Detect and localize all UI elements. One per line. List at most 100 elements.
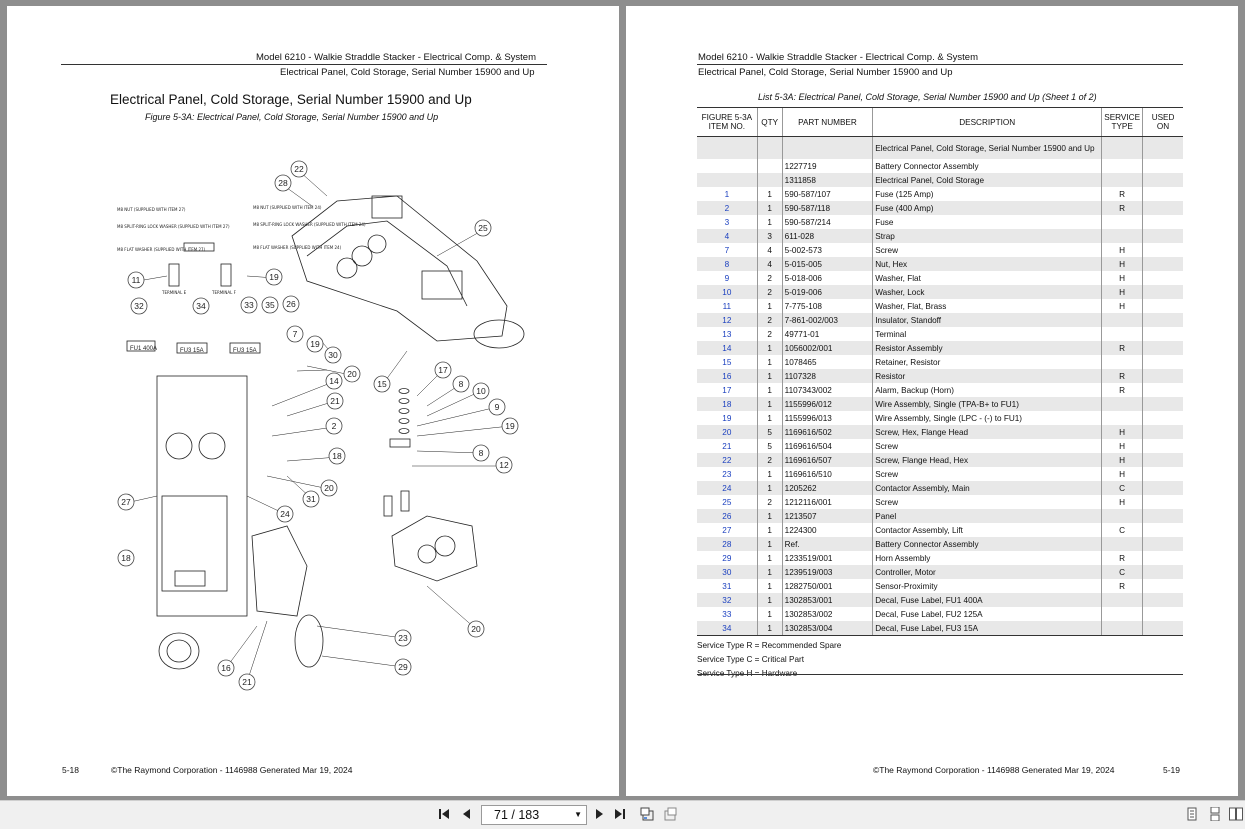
description-cell: Alarm, Backup (Horn) [872, 383, 1102, 397]
item-cell[interactable]: 14 [697, 341, 758, 355]
item-cell[interactable]: 12 [697, 313, 758, 327]
item-cell[interactable]: 28 [697, 537, 758, 551]
item-cell[interactable]: 29 [722, 553, 732, 563]
horn-alarm [158, 632, 200, 670]
two-page-view-icon[interactable] [1229, 807, 1243, 821]
item-cell[interactable]: 2 [697, 201, 758, 215]
used-on-cell [1142, 537, 1183, 551]
item-cell[interactable]: 16 [697, 369, 758, 383]
service-type-cell [1101, 593, 1143, 607]
callout-bubble [472, 382, 490, 400]
service-type-cell [1101, 397, 1143, 411]
item-cell[interactable]: 10 [697, 285, 758, 299]
item-cell[interactable]: 17 [722, 385, 732, 395]
next-page-icon[interactable] [593, 807, 605, 821]
item-cell[interactable]: 20 [697, 425, 758, 439]
callout-number: 19 [505, 421, 515, 431]
item-cell[interactable]: 21 [722, 441, 732, 451]
item-cell[interactable]: 22 [697, 453, 758, 467]
item-cell[interactable]: 8 [697, 257, 758, 271]
go-forward-icon[interactable] [664, 807, 678, 821]
description-cell: Contactor Assembly, Main [872, 481, 1102, 495]
item-cell[interactable]: 11 [722, 301, 732, 311]
part-number-cell: 1078465 [781, 355, 873, 369]
continuous-view-icon[interactable] [1209, 807, 1221, 821]
prev-page-icon[interactable] [461, 807, 473, 821]
used-on-cell [1142, 341, 1183, 355]
col-part-number: PART NUMBER [781, 107, 873, 137]
callout-number: 26 [286, 299, 296, 309]
qty-cell: 2 [756, 453, 783, 467]
callout-number: 34 [196, 301, 206, 311]
terminal-f [220, 263, 232, 287]
callout-number: 17 [438, 365, 448, 375]
used-on-cell [1142, 215, 1183, 229]
callout-number: 8 [479, 448, 484, 458]
service-type-cell [1101, 136, 1143, 159]
page-number-select[interactable]: 71 / 183 ▼ [481, 805, 587, 825]
item-cell[interactable]: 15 [722, 357, 732, 367]
col-service-type: SERVICE TYPE [1101, 107, 1143, 137]
description-cell: Contactor Assembly, Lift [872, 523, 1102, 537]
connector [174, 570, 206, 587]
first-page-icon[interactable] [438, 807, 450, 821]
item-cell[interactable]: 1 [724, 189, 730, 199]
description-cell: Fuse (400 Amp) [872, 201, 1102, 215]
horn-disc [473, 319, 525, 349]
col-qty: QTY [756, 107, 783, 137]
item-cell[interactable]: 30 [697, 565, 758, 579]
item-cell[interactable]: 18 [697, 397, 758, 411]
item-cell[interactable]: 7 [724, 245, 730, 255]
item-cell[interactable]: 13 [722, 329, 732, 339]
item-cell[interactable]: 26 [697, 509, 758, 523]
list-title: List 5-3A: Electrical Panel, Cold Storag… [758, 92, 1097, 102]
exploded-diagram: M8 NUT (SUPPLIED WITH ITEM 27)M8 SPLIT-R… [117, 160, 525, 691]
item-cell[interactable]: 24 [697, 481, 758, 495]
header-line-2: Electrical Panel, Cold Storage, Serial N… [698, 67, 953, 78]
callout-bubble [495, 456, 513, 474]
service-note-h: Service Type H = Hardware [697, 669, 798, 678]
qty-cell: 1 [756, 215, 783, 229]
service-type-cell [1101, 621, 1143, 636]
used-on-cell [1142, 523, 1183, 537]
description-cell: Screw [872, 439, 1102, 453]
qty-cell: 1 [756, 341, 783, 355]
item-cell[interactable]: 33 [722, 609, 732, 619]
qty-cell: 1 [756, 299, 783, 313]
callout-bubble [274, 174, 292, 192]
part-number-cell: 7-775-108 [781, 299, 873, 313]
last-page-icon[interactable] [614, 807, 626, 821]
qty-cell: 2 [756, 271, 783, 285]
fuse-label-text: FU1 400A [130, 346, 157, 352]
service-type-cell: H [1101, 439, 1143, 453]
go-back-icon[interactable] [640, 807, 654, 821]
description-cell: Fuse (125 Amp) [872, 187, 1102, 201]
used-on-cell [1142, 397, 1183, 411]
item-cell[interactable]: 27 [722, 525, 732, 535]
part-number-cell: 5-019-006 [781, 285, 873, 299]
callout-bubble [117, 549, 135, 567]
item-cell[interactable]: 4 [697, 229, 758, 243]
item-cell[interactable]: 34 [697, 621, 758, 636]
used-on-cell [1142, 411, 1183, 425]
used-on-cell [1142, 593, 1183, 607]
service-type-cell: C [1101, 481, 1143, 495]
service-type-cell: C [1101, 565, 1143, 579]
qty-cell [756, 136, 783, 159]
item-cell[interactable]: 23 [722, 469, 732, 479]
item-cell[interactable]: 19 [722, 413, 732, 423]
single-page-view-icon[interactable] [1186, 807, 1198, 821]
description-cell: Horn Assembly [872, 551, 1102, 565]
item-cell[interactable]: 31 [722, 581, 732, 591]
item-cell[interactable]: 32 [697, 593, 758, 607]
item-cell[interactable]: 9 [724, 273, 730, 283]
used-on-cell [1142, 187, 1183, 201]
hardware-note: M8 FLAT WASHER (SUPPLIED WITH ITEM 27) [117, 247, 206, 252]
item-cell[interactable]: 3 [724, 217, 730, 227]
part-number-cell: 1239519/003 [781, 565, 873, 579]
description-cell: Decal, Fuse Label, FU1 400A [872, 593, 1102, 607]
item-cell[interactable]: 25 [722, 497, 732, 507]
